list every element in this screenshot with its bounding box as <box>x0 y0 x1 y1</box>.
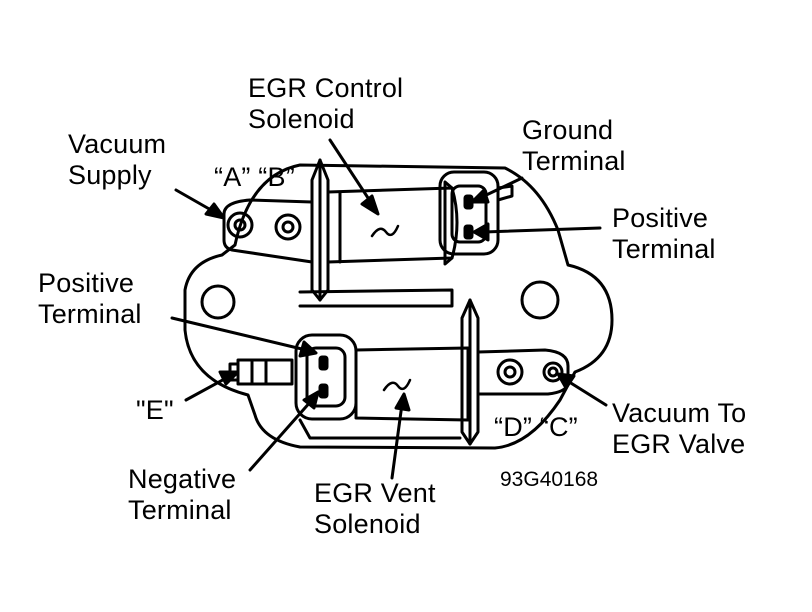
port-e <box>236 358 294 386</box>
figure-code: 93G40168 <box>500 468 599 491</box>
port-d <box>496 358 524 386</box>
vacuum-supply-label: Vacuum Supply <box>68 129 167 190</box>
bracket-hole-left <box>200 284 236 320</box>
port-a-b-label: “A” “B” <box>214 162 295 192</box>
port-c <box>542 361 564 383</box>
bracket-hole-right <box>520 280 560 320</box>
negative-terminal-label: Negative Terminal <box>128 464 237 525</box>
vacuum-to-egr-valve-label: Vacuum To EGR Valve <box>612 398 747 459</box>
upper-connector <box>438 170 500 256</box>
ground-terminal-label: Ground Terminal <box>522 115 626 176</box>
port-a <box>226 211 254 239</box>
upper-solenoid-body <box>326 186 459 264</box>
leader-lines <box>170 138 608 480</box>
lower-solenoid-body <box>354 346 470 422</box>
positive-terminal-left-label: Positive Terminal <box>38 268 142 329</box>
egr-control-solenoid-label: EGR Control Solenoid <box>248 73 404 134</box>
mounting-bracket <box>183 163 614 450</box>
egr-vent-solenoid-label: EGR Vent Solenoid <box>314 478 436 539</box>
positive-terminal-upper-label: Positive Terminal <box>612 203 716 264</box>
port-d-c-label: “D” “C” <box>494 412 578 442</box>
port-e-label: "E" <box>136 395 174 425</box>
port-b <box>274 213 302 241</box>
